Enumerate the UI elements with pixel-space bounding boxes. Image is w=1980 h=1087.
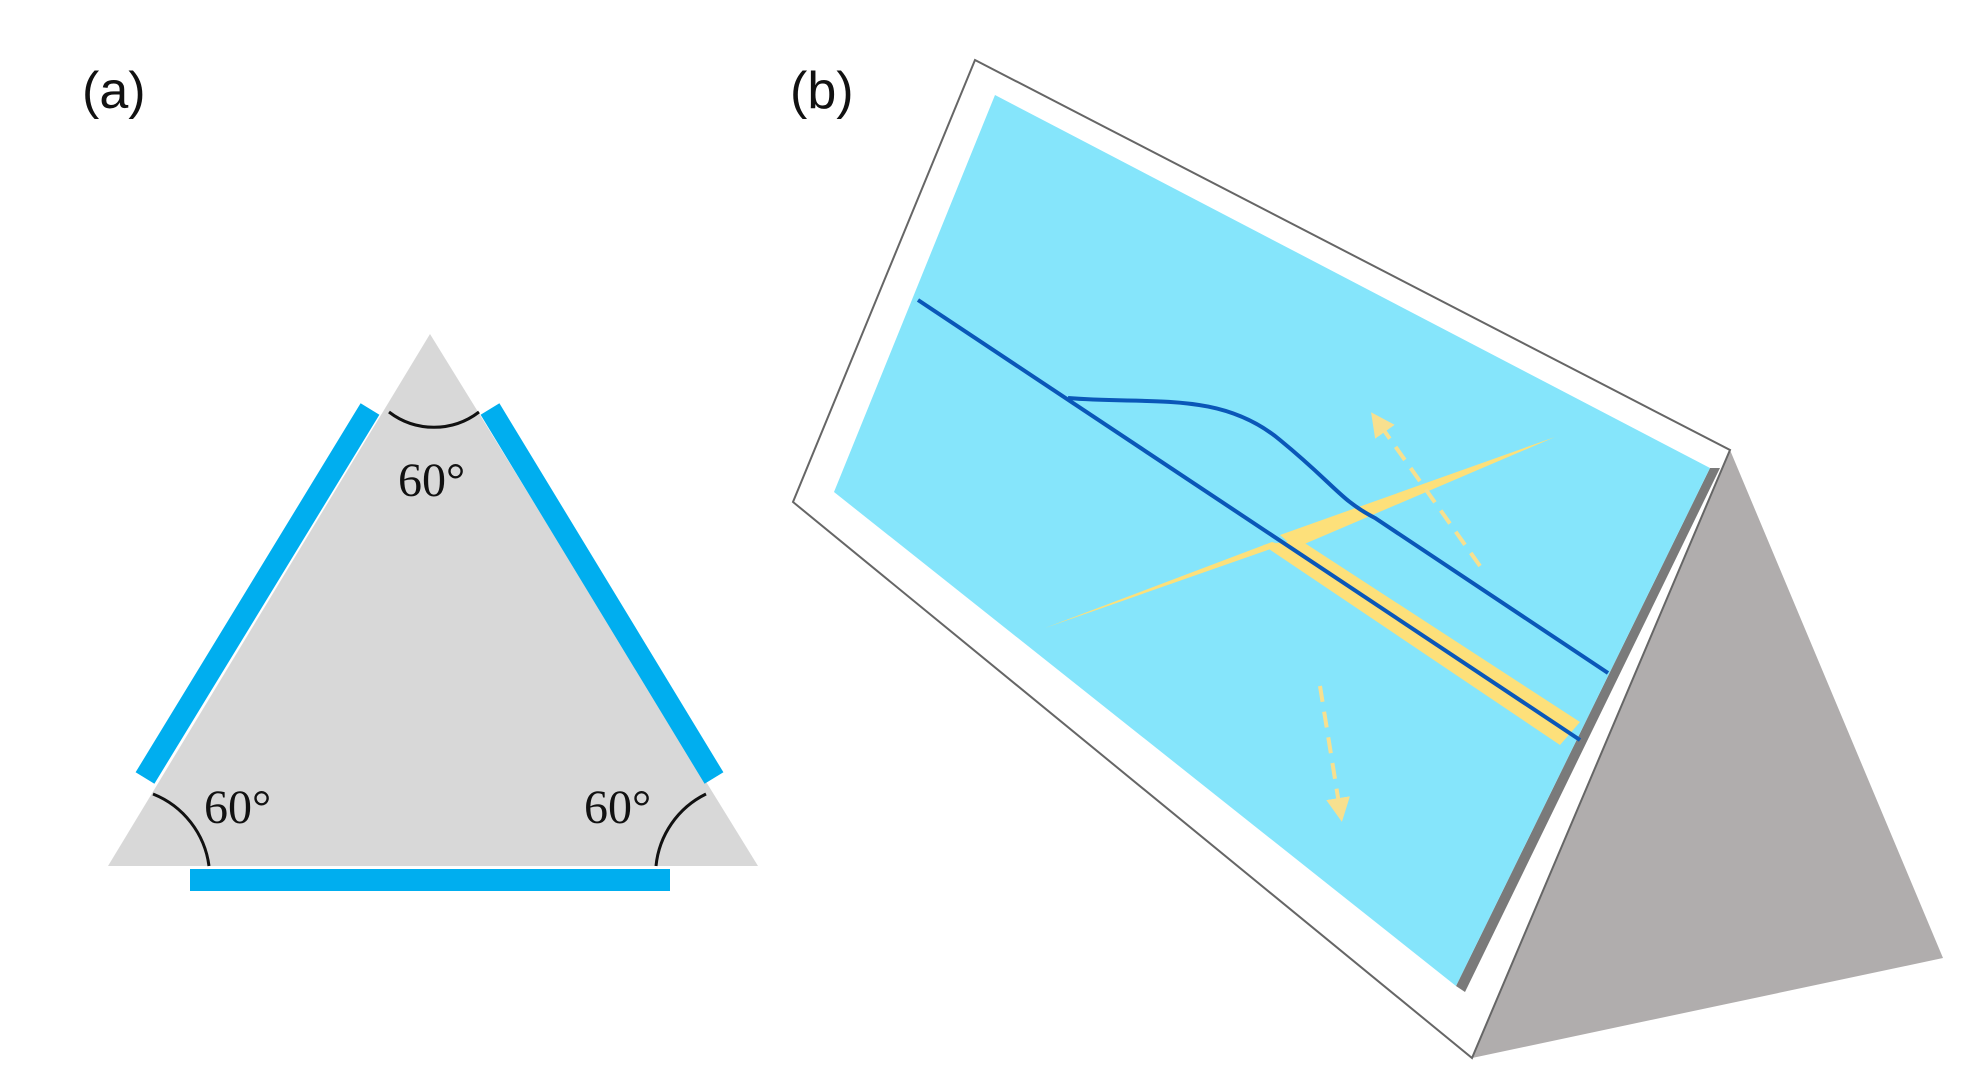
panel-a-label: (a) [82,62,146,120]
dashed-arrow-down [1318,685,1350,822]
dashed-arrow-up [1371,412,1482,568]
left-mirror-strip [135,403,380,784]
screen-shadow-edge [1456,468,1720,992]
panel-b-label: (b) [790,62,854,120]
background-triangle [108,334,758,866]
waveguide-straight-line [916,298,1582,742]
bottom-right-angle-arc [654,792,707,867]
bottom-left-angle-arc [152,792,211,867]
panel-b: (b) [790,58,1943,1060]
bottom-left-angle-label: 60° [204,781,271,834]
waveguide-screen [834,95,1710,986]
bottom-right-angle-label: 60° [584,781,651,834]
top-angle-arc [388,410,480,429]
beam-output-band [1263,540,1580,745]
waveguide-branch-line [1067,396,1610,675]
top-angle-label: 60° [398,454,465,507]
beam-right-wedge [1280,437,1555,548]
prism-side-face [1472,450,1943,1058]
beam-left-wedge [1045,542,1282,628]
panel-a: (a) 60° 60° 60° [82,62,758,891]
right-mirror-strip [480,403,724,784]
